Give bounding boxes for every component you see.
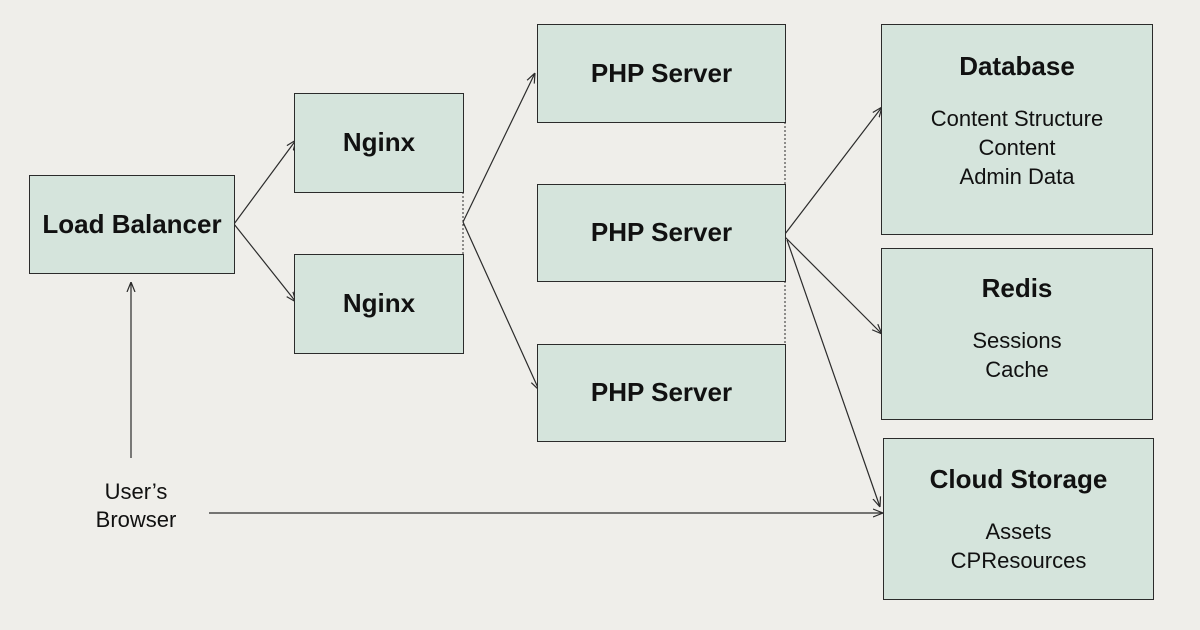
cloud-storage-item: CPResources bbox=[950, 548, 1087, 574]
user-browser-line-1: User’s bbox=[104, 479, 168, 504]
php-server-2-title: PHP Server bbox=[590, 217, 733, 248]
database-item: Content bbox=[978, 135, 1056, 161]
nginx-node-1: Nginx bbox=[294, 93, 464, 193]
arrow-lb-to-nginx-1 bbox=[233, 140, 296, 225]
php-server-node-1: PHP Server bbox=[537, 24, 786, 123]
arrow-nginx-to-php-3 bbox=[462, 221, 539, 390]
cloud-storage-node: Cloud Storage Assets CPResources bbox=[883, 438, 1154, 600]
redis-node: Redis Sessions Cache bbox=[881, 248, 1153, 420]
load-balancer-title: Load Balancer bbox=[42, 208, 222, 239]
redis-title: Redis bbox=[981, 273, 1053, 303]
redis-items: Sessions Cache bbox=[972, 326, 1061, 384]
redis-item: Cache bbox=[985, 357, 1049, 383]
php-server-3-title: PHP Server bbox=[590, 377, 733, 408]
user-browser-label: User’s Browser bbox=[76, 478, 196, 534]
database-item: Content Structure bbox=[930, 106, 1104, 132]
cloud-storage-item: Assets bbox=[985, 519, 1052, 545]
arrow-php-to-cloud-storage bbox=[786, 239, 880, 507]
arrow-nginx-to-php-1 bbox=[462, 73, 535, 223]
database-node: Database Content Structure Content Admin… bbox=[881, 24, 1153, 235]
nginx-1-title: Nginx bbox=[342, 127, 416, 158]
nginx-node-2: Nginx bbox=[294, 254, 464, 354]
cloud-storage-title: Cloud Storage bbox=[929, 464, 1108, 494]
arrow-lb-to-nginx-2 bbox=[233, 223, 296, 302]
user-browser-line-2: Browser bbox=[95, 507, 177, 532]
redis-item: Sessions bbox=[972, 328, 1062, 354]
cloud-storage-items: Assets CPResources bbox=[951, 517, 1087, 575]
database-items: Content Structure Content Admin Data bbox=[931, 104, 1103, 191]
database-title: Database bbox=[959, 51, 1075, 81]
nginx-2-title: Nginx bbox=[342, 288, 416, 319]
php-server-node-3: PHP Server bbox=[537, 344, 786, 442]
database-item: Admin Data bbox=[959, 164, 1075, 190]
arrow-php-to-database bbox=[784, 107, 882, 235]
php-server-node-2: PHP Server bbox=[537, 184, 786, 282]
arrow-php-to-redis bbox=[784, 236, 882, 334]
load-balancer-node: Load Balancer bbox=[29, 175, 235, 274]
php-server-1-title: PHP Server bbox=[590, 57, 733, 88]
